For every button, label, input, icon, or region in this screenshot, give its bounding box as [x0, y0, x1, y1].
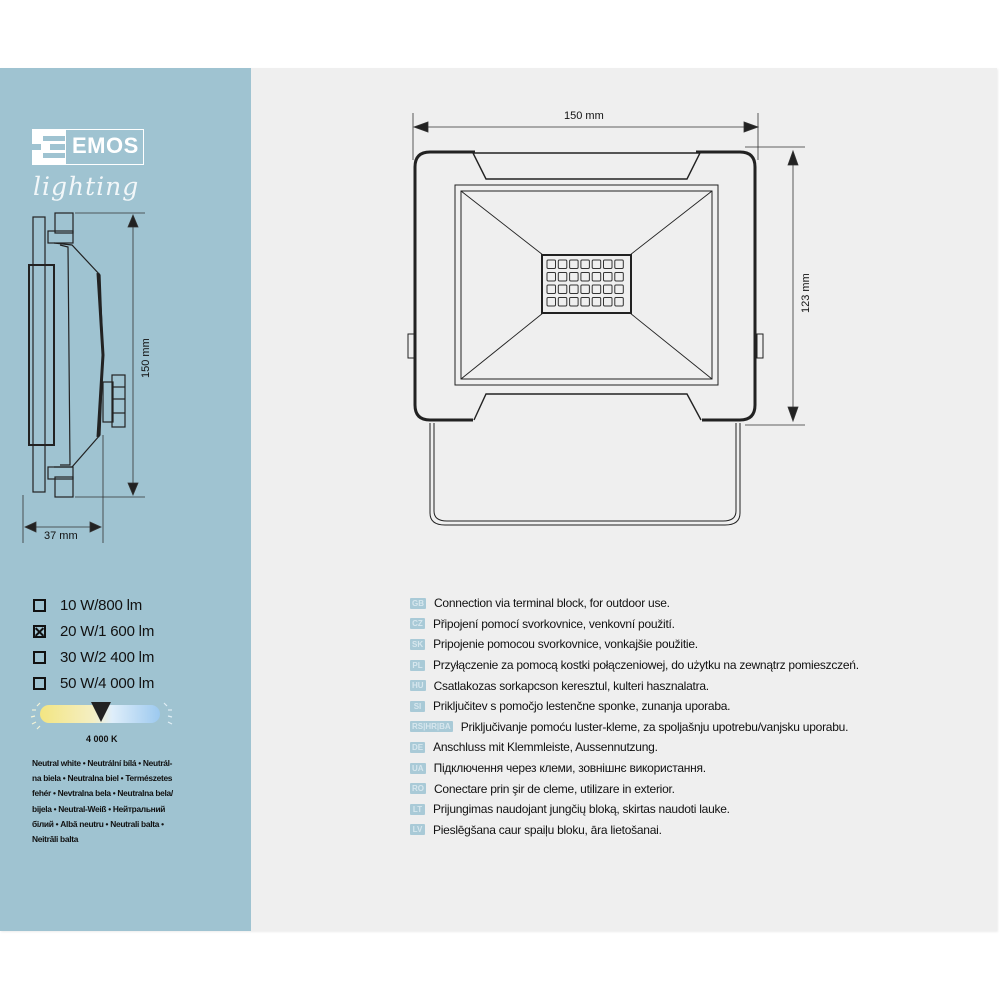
instruction-list: GB Connection via terminal block, for out…: [410, 593, 859, 840]
instruction-text: Pripojenie pomocou svorkovnice, vonkajši…: [433, 637, 698, 652]
instruction-row-cz: CZ Připojení pomocí svorkovnice, venkovní…: [410, 614, 859, 635]
brand-subtitle: lighting: [33, 172, 140, 201]
instruction-row-ro: RO Conectare prin şir de cleme, utilizare…: [410, 778, 859, 799]
checkbox-20w-checked[interactable]: [33, 624, 46, 638]
instruction-text: Conectare prin şir de cleme, utilizare i…: [434, 781, 675, 796]
power-option-10w[interactable]: 10 W/800 lm: [33, 592, 154, 618]
instruction-row-si: SI Priključitev s pomočjo lestenčne sponk…: [410, 696, 859, 717]
instruction-row-rs-hr-ba: RS|HR|BA Priključivanje pomoću luster-kle…: [410, 717, 859, 738]
lang-badge: SK: [410, 638, 426, 650]
instruction-row-de: DE Anschluss mit Klemmleiste, Aussennutzu…: [410, 737, 859, 758]
logo-frame: [65, 129, 144, 165]
logo-text: EMOS: [72, 133, 139, 158]
front-height-label: 123 mm: [800, 273, 812, 313]
emos-logo: EMOS: [32, 129, 144, 165]
lang-badge: HU: [410, 680, 426, 692]
lang-badge: RO: [410, 783, 426, 795]
warm-light-rays-icon: [30, 702, 41, 730]
power-option-label: 20 W/1 600 lm: [60, 622, 155, 640]
side-height-label: 150 mm: [140, 338, 152, 378]
power-option-20w[interactable]: 20 W/1 600 lm: [33, 618, 154, 644]
instruction-row-gb: GB Connection via terminal block, for out…: [410, 593, 859, 614]
led-grid: [546, 259, 624, 307]
lang-badge: PL: [410, 659, 425, 671]
power-option-30w[interactable]: 30 W/2 400 lm: [33, 644, 154, 670]
power-option-label: 30 W/2 400 lm: [60, 648, 155, 666]
checkbox-10w[interactable]: [33, 598, 46, 612]
instruction-text: Připojení pomocí svorkovnice, venkovní p…: [433, 616, 675, 631]
lang-badge: LV: [410, 824, 425, 836]
lang-badge: UA: [410, 762, 426, 774]
instruction-row-ua: UA Підключення через клеми, зовнішнє вико…: [410, 758, 859, 779]
instruction-text: Prijungimas naudojant jungčių bloką, ski…: [433, 802, 730, 817]
front-width-label: 150 mm: [564, 110, 604, 122]
checkbox-30w[interactable]: [33, 650, 46, 664]
instruction-row-sk: SK Pripojenie pomocou svorkovnice, vonkaj…: [410, 634, 859, 655]
lang-badge: GB: [410, 597, 426, 609]
instruction-row-lt: LT Prijungimas naudojant jungčių bloką, s…: [410, 799, 859, 820]
instruction-text: Pieslēgšana caur spaiļu bloku, āra lieto…: [433, 822, 662, 837]
instruction-text: Connection via terminal block, for outdo…: [434, 596, 670, 611]
instruction-text: Підключення через клеми, зовнішнє викори…: [433, 761, 707, 776]
instruction-row-hu: HU Csatlakozas sorkapcson keresztul, kult…: [410, 675, 859, 696]
instruction-text: Priključivanje pomoću luster-kleme, za s…: [460, 719, 849, 734]
checkbox-50w[interactable]: [33, 676, 46, 690]
instruction-row-pl: PL Przyłączenie za pomocą kostki połączen…: [410, 655, 859, 676]
lang-badge: CZ: [410, 618, 425, 630]
color-temperature-description: Neutral white • Neutrální bílá • Neutrál…: [32, 758, 173, 845]
side-depth-label: 37 mm: [44, 530, 78, 542]
emos-e-plug-icon: [32, 129, 65, 165]
power-option-label: 50 W/4 000 lm: [60, 674, 155, 692]
instruction-text: Anschluss mit Klemmleiste, Aussennutzung…: [433, 740, 658, 755]
lang-badge: LT: [410, 803, 425, 815]
power-options: 10 W/800 lm 20 W/1 600 lm 30 W/2 400 lm …: [33, 592, 154, 696]
instruction-text: Przyłączenie za pomocą kostki połączenio…: [433, 658, 859, 673]
lang-badge: SI: [410, 700, 425, 712]
instruction-text: Priključitev s pomočjo lestenčne sponke,…: [433, 699, 731, 714]
color-temperature-label: 4 000 K: [86, 734, 118, 744]
cool-light-rays-icon: [163, 702, 173, 725]
instruction-row-lv: LV Pieslēgšana caur spaiļu bloku, āra lie…: [410, 820, 859, 841]
color-temperature-marker-icon: [91, 702, 111, 722]
lang-badge: RS|HR|BA: [410, 721, 453, 733]
power-option-label: 10 W/800 lm: [60, 596, 142, 614]
instruction-text: Csatlakozas sorkapcson keresztul, kulter…: [433, 678, 710, 693]
lang-badge: DE: [410, 741, 426, 753]
power-option-50w[interactable]: 50 W/4 000 lm: [33, 670, 154, 696]
brand-strip: [0, 68, 251, 931]
front-view-drawing: [407, 113, 805, 526]
side-view-drawing: [22, 212, 145, 543]
